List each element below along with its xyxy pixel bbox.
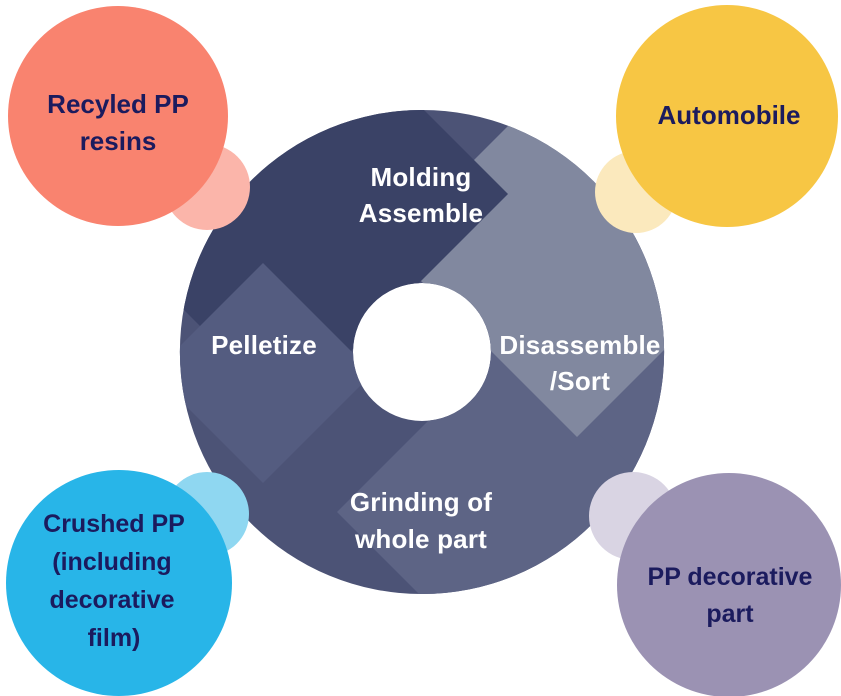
grinding-arrow-diamond [337,342,665,595]
crushed-pp-node [6,470,232,696]
crushed-pp-label-line2: (including [52,548,171,576]
molding-assemble-label-line2: Assemble [359,198,483,228]
automobile-label: Automobile [658,100,801,130]
recycled-pp-label-line1: Recyled PP [47,89,189,119]
pp-decorative-label-line2: part [706,600,754,628]
grinding-label-line2: whole part [354,524,487,554]
crushed-pp-label-line1: Crushed PP [43,510,185,538]
pelletize-label: Pelletize [211,330,317,360]
molding-assemble-label-line1: Molding [370,162,471,192]
node-labels: Recyled PP resins Automobile Crushed PP … [43,89,812,652]
grinding-label-line1: Grinding of [350,487,492,517]
pp-decorative-label-line1: PP decorative [648,563,813,591]
crushed-pp-label-line4: film) [88,624,141,652]
recycled-pp-label-line2: resins [80,126,157,156]
automobile-node [616,5,838,227]
ring-labels: Molding Assemble Disassemble /Sort Grind… [211,162,660,554]
recycled-pp-resins-node [8,6,228,226]
pelletize-arrow-diamond [179,263,373,483]
pp-decorative-part-node [617,473,841,696]
crushed-pp-label-line3: decorative [49,586,174,614]
disassemble-sort-label-line2: /Sort [550,366,610,396]
disassemble-sort-label-line1: Disassemble [499,330,660,360]
